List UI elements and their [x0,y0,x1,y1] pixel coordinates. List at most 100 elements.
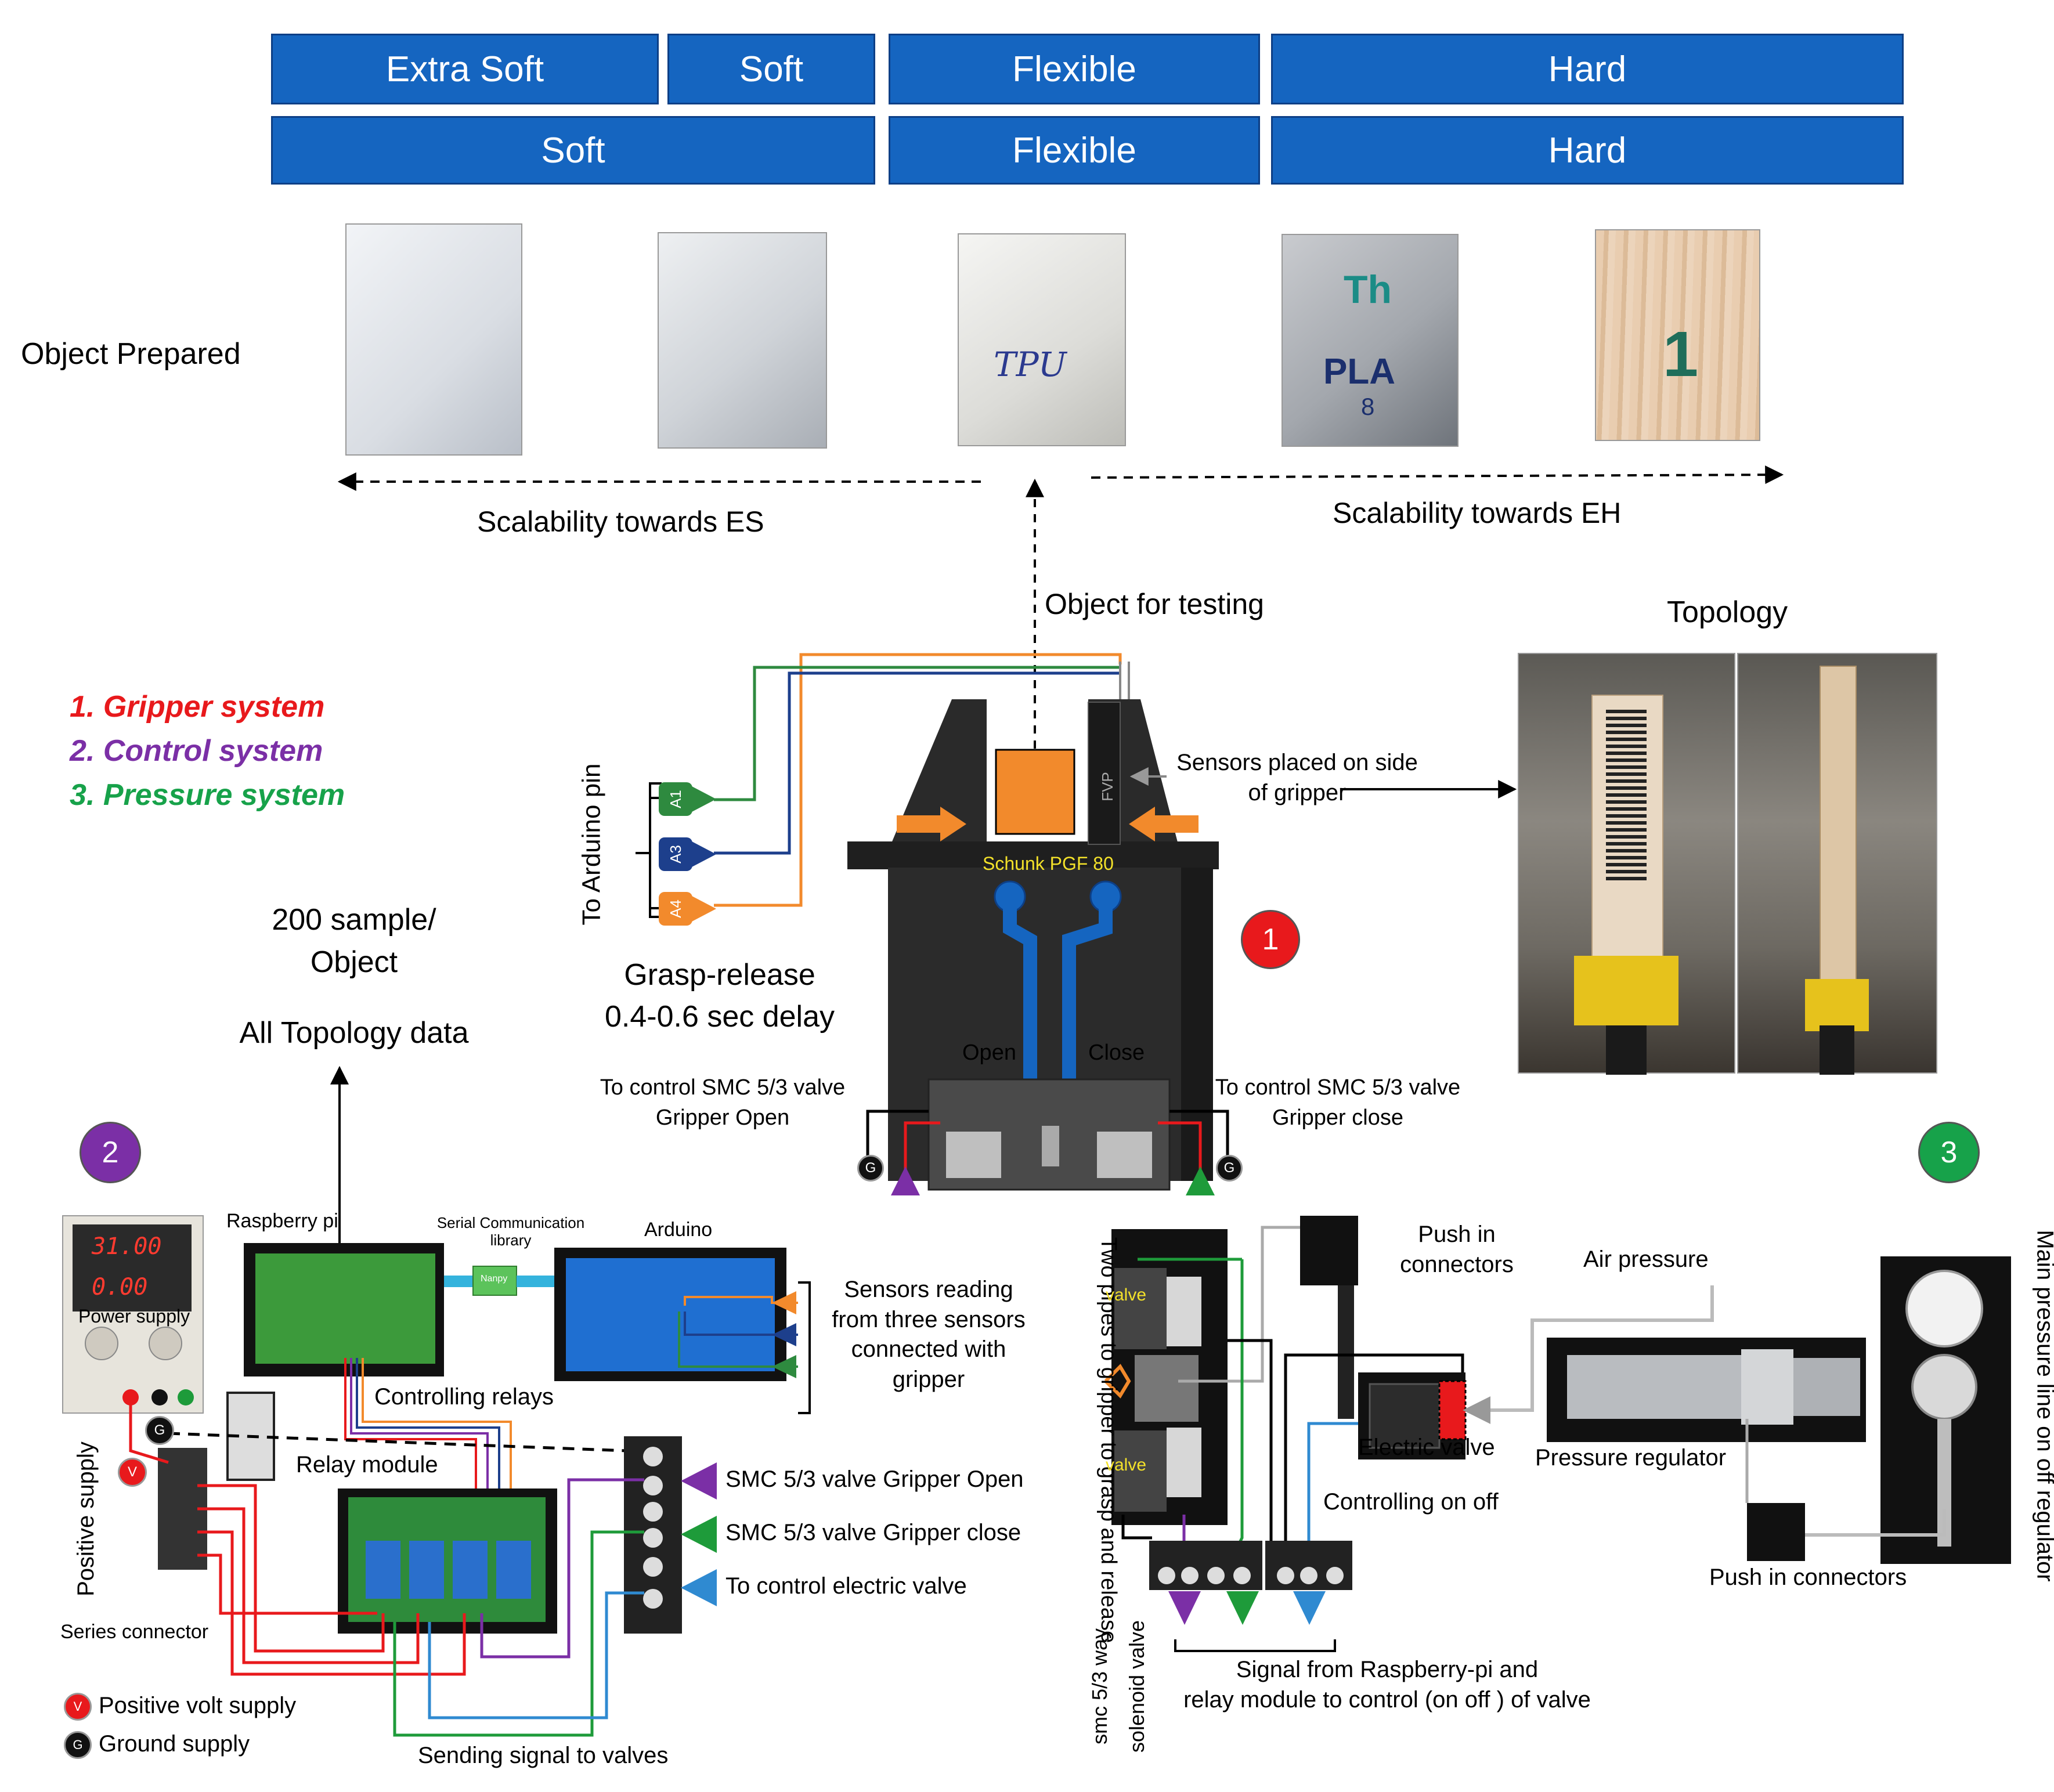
cable-blue [714,671,1120,855]
air-pressure-line [1463,1285,1714,1424]
pressure-wire-black-1 [1228,1339,1273,1541]
electric-valve-ctrl-label: To control electric valve [725,1573,967,1599]
valve-word-top: valve [1106,1285,1147,1305]
arduino-sensor-orange [772,1291,796,1314]
raspberry-pi-board [255,1253,435,1364]
relay-ctrl-wire-orange [362,1358,512,1503]
pt-screw-3 [1207,1567,1225,1584]
category-label: Soft [541,130,605,171]
control-badge: 2 [80,1122,141,1183]
push-in-label-2: connectors [1400,1252,1514,1277]
pin-a3-sensor [692,841,716,867]
category-extra-soft: Extra Soft [271,34,659,104]
legend-pressure-system: 3. Pressure system [70,778,345,812]
gripper-model-label: Schunk PGF 80 [983,853,1114,874]
sensors-reading-4: gripper [892,1367,965,1392]
push-connector-bottom [1747,1503,1805,1561]
open-label: Open [962,1040,1016,1065]
smc-coil-right [1097,1132,1152,1178]
topology-data-label: All Topology data [239,1016,469,1050]
category-label: Extra Soft [385,49,544,89]
topology-photo-front [1518,653,1735,1075]
test-object-orange [995,749,1075,835]
category-soft: Soft [667,34,875,104]
smc-open-ground: G [857,1155,884,1182]
sensor-grid-front [1606,706,1647,880]
terminal-screw-4 [643,1528,663,1548]
pin-a1-sensor [692,786,716,812]
smc-way-label-2: solenoid valve [1125,1620,1149,1753]
sensor-strip-side [1820,666,1857,993]
object-photo-wood: 1 [1595,229,1760,441]
object-photo-flexible: TPU [958,233,1126,446]
series-connector-label: Series connector [60,1621,209,1643]
power-red-wire-2 [197,1484,385,1653]
main-regulator-gauge [1905,1270,1983,1347]
main-regulator-valve [1911,1354,1977,1420]
pin-a4: A4 [659,892,692,926]
object-prepared-label: Object Prepared [21,337,241,371]
pipe-close [1062,905,1113,1091]
regulator-body [1741,1349,1793,1425]
gripper-top-plate [847,841,1219,869]
push-in-label-1: Push in [1418,1222,1496,1247]
raspberry-pi-label: Raspberry pi [226,1210,338,1232]
force-arrow-right [1129,807,1199,841]
category-soft-row2: Soft [271,116,875,185]
pla-top-marking: Th [1344,268,1392,312]
smc-left-red [904,1121,940,1172]
pressure-signal-blue [1293,1591,1326,1625]
sensors-placed-label: Sensors placed on side of gripper [1172,747,1422,808]
sensors-reading-2: from three sensors [832,1307,1026,1332]
serial-comm-label: Serial Communication [436,1214,585,1231]
cable-front [1606,1025,1647,1075]
object-testing-label: Object for testing [1045,588,1264,620]
relay-3 [453,1541,488,1599]
pt-screw-6 [1300,1567,1317,1584]
pressure-wire-green [1237,1259,1244,1545]
arduino-wire-blue [684,1312,798,1336]
push-in-connectors-label: Push in connectors [1709,1565,1907,1590]
relay-ctrl-wire-blue [356,1358,500,1503]
cable-orange [714,653,1122,907]
controlling-onoff-label: Controlling on off [1323,1489,1499,1515]
power-display-voltage: 31.00 [92,1233,162,1260]
terminal-screw-2 [643,1476,663,1495]
scalability-es-label: Scalability towards ES [477,505,764,538]
serial-library-label: library [490,1231,532,1249]
force-arrow-left [897,807,966,841]
smc-open-signal [891,1166,920,1195]
smc-close-signal [1186,1166,1215,1195]
ground-dashed-line [168,1432,627,1453]
legend-gripper-system: 1. Gripper system [70,690,325,724]
category-flexible-row2: Flexible [889,116,1260,185]
valve-open-signal [681,1462,717,1500]
badge-number: 2 [102,1136,119,1169]
electric-valve-red-port [1438,1380,1467,1440]
nanpy-box [472,1266,517,1296]
legend-v-marker: V [64,1693,92,1721]
power-display-current: 0.00 [92,1274,148,1300]
pt-screw-4 [1233,1567,1251,1584]
samples-line1: 200 sample/ [272,903,436,937]
relay-module-label: Relay module [296,1452,438,1477]
wood-marking: 1 [1663,319,1699,390]
sensors-reading-1: Sensors reading [844,1277,1013,1302]
smc-right-red [1158,1121,1202,1172]
nanpy-label: Nanpy [481,1274,508,1284]
category-hard-row2: Hard [1271,116,1904,185]
object-photo-pla: Th PLA 8 [1282,234,1459,447]
pin-a3: A3 [659,837,692,871]
relay-4 [496,1541,531,1599]
legend-v-label: Positive volt supply [99,1693,297,1718]
valve-word-bottom: valve [1106,1455,1147,1475]
samples-line2: Object [310,945,398,979]
pipe-open [1003,905,1037,1091]
main-line-label: Main pressure line on off regulator [2032,1230,2054,1582]
valve-close-signal [681,1516,717,1553]
smc-left-black [866,1110,929,1165]
smc-solenoid-side-bottom [1167,1428,1201,1497]
positive-supply-label: Positive supply [73,1441,99,1596]
smc-coil-left [946,1132,1001,1178]
